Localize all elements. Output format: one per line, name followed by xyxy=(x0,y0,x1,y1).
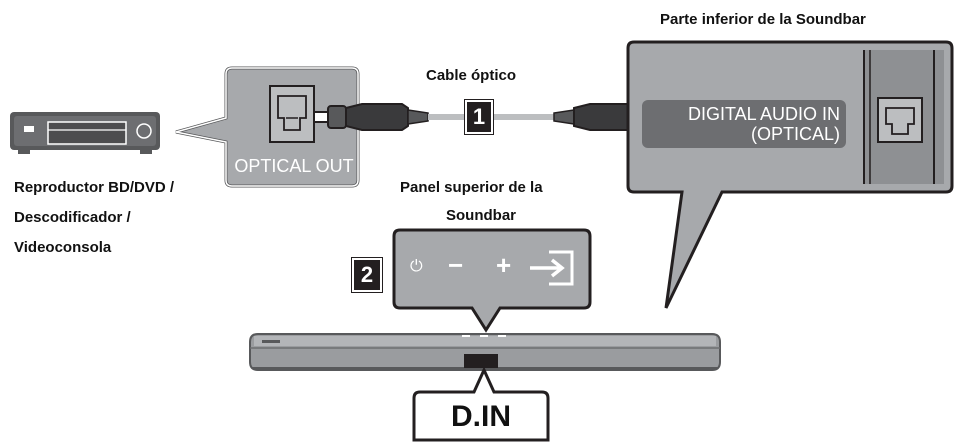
top-panel-label-line2: Soundbar xyxy=(446,207,516,224)
player-label-line1: Reproductor BD/DVD / xyxy=(14,179,175,196)
soundbar-bottom-callout xyxy=(626,40,954,309)
soundbar-bottom-title: Parte inferior de la Soundbar xyxy=(660,11,866,28)
digital-in-label-line2: (OPTICAL) xyxy=(750,124,840,144)
optical-out-label: OPTICAL OUT xyxy=(234,156,354,176)
din-label: D.IN xyxy=(451,400,511,433)
top-panel-callout xyxy=(392,228,592,333)
digital-audio-in-port-icon xyxy=(877,97,923,143)
digital-in-label-line1: DIGITAL AUDIO IN xyxy=(687,104,840,124)
step-2-badge: 2 xyxy=(351,257,383,293)
din-callout xyxy=(412,366,550,442)
volume-down-icon: − xyxy=(448,250,464,280)
bd-dvd-player-icon xyxy=(10,112,160,154)
player-label-line3: Videoconsola xyxy=(14,239,112,256)
volume-up-icon: + xyxy=(496,250,512,280)
soundbar-icon xyxy=(249,333,721,371)
input-source-icon xyxy=(530,250,574,286)
cable-title: Cable óptico xyxy=(426,67,517,84)
step-1-badge: 1 xyxy=(464,99,494,135)
power-icon: ⏻ xyxy=(410,256,423,275)
top-panel-label-line1: Panel superior de la xyxy=(400,179,543,196)
player-label-line2: Descodificador / xyxy=(14,209,131,226)
optical-out-port-icon xyxy=(269,85,315,143)
